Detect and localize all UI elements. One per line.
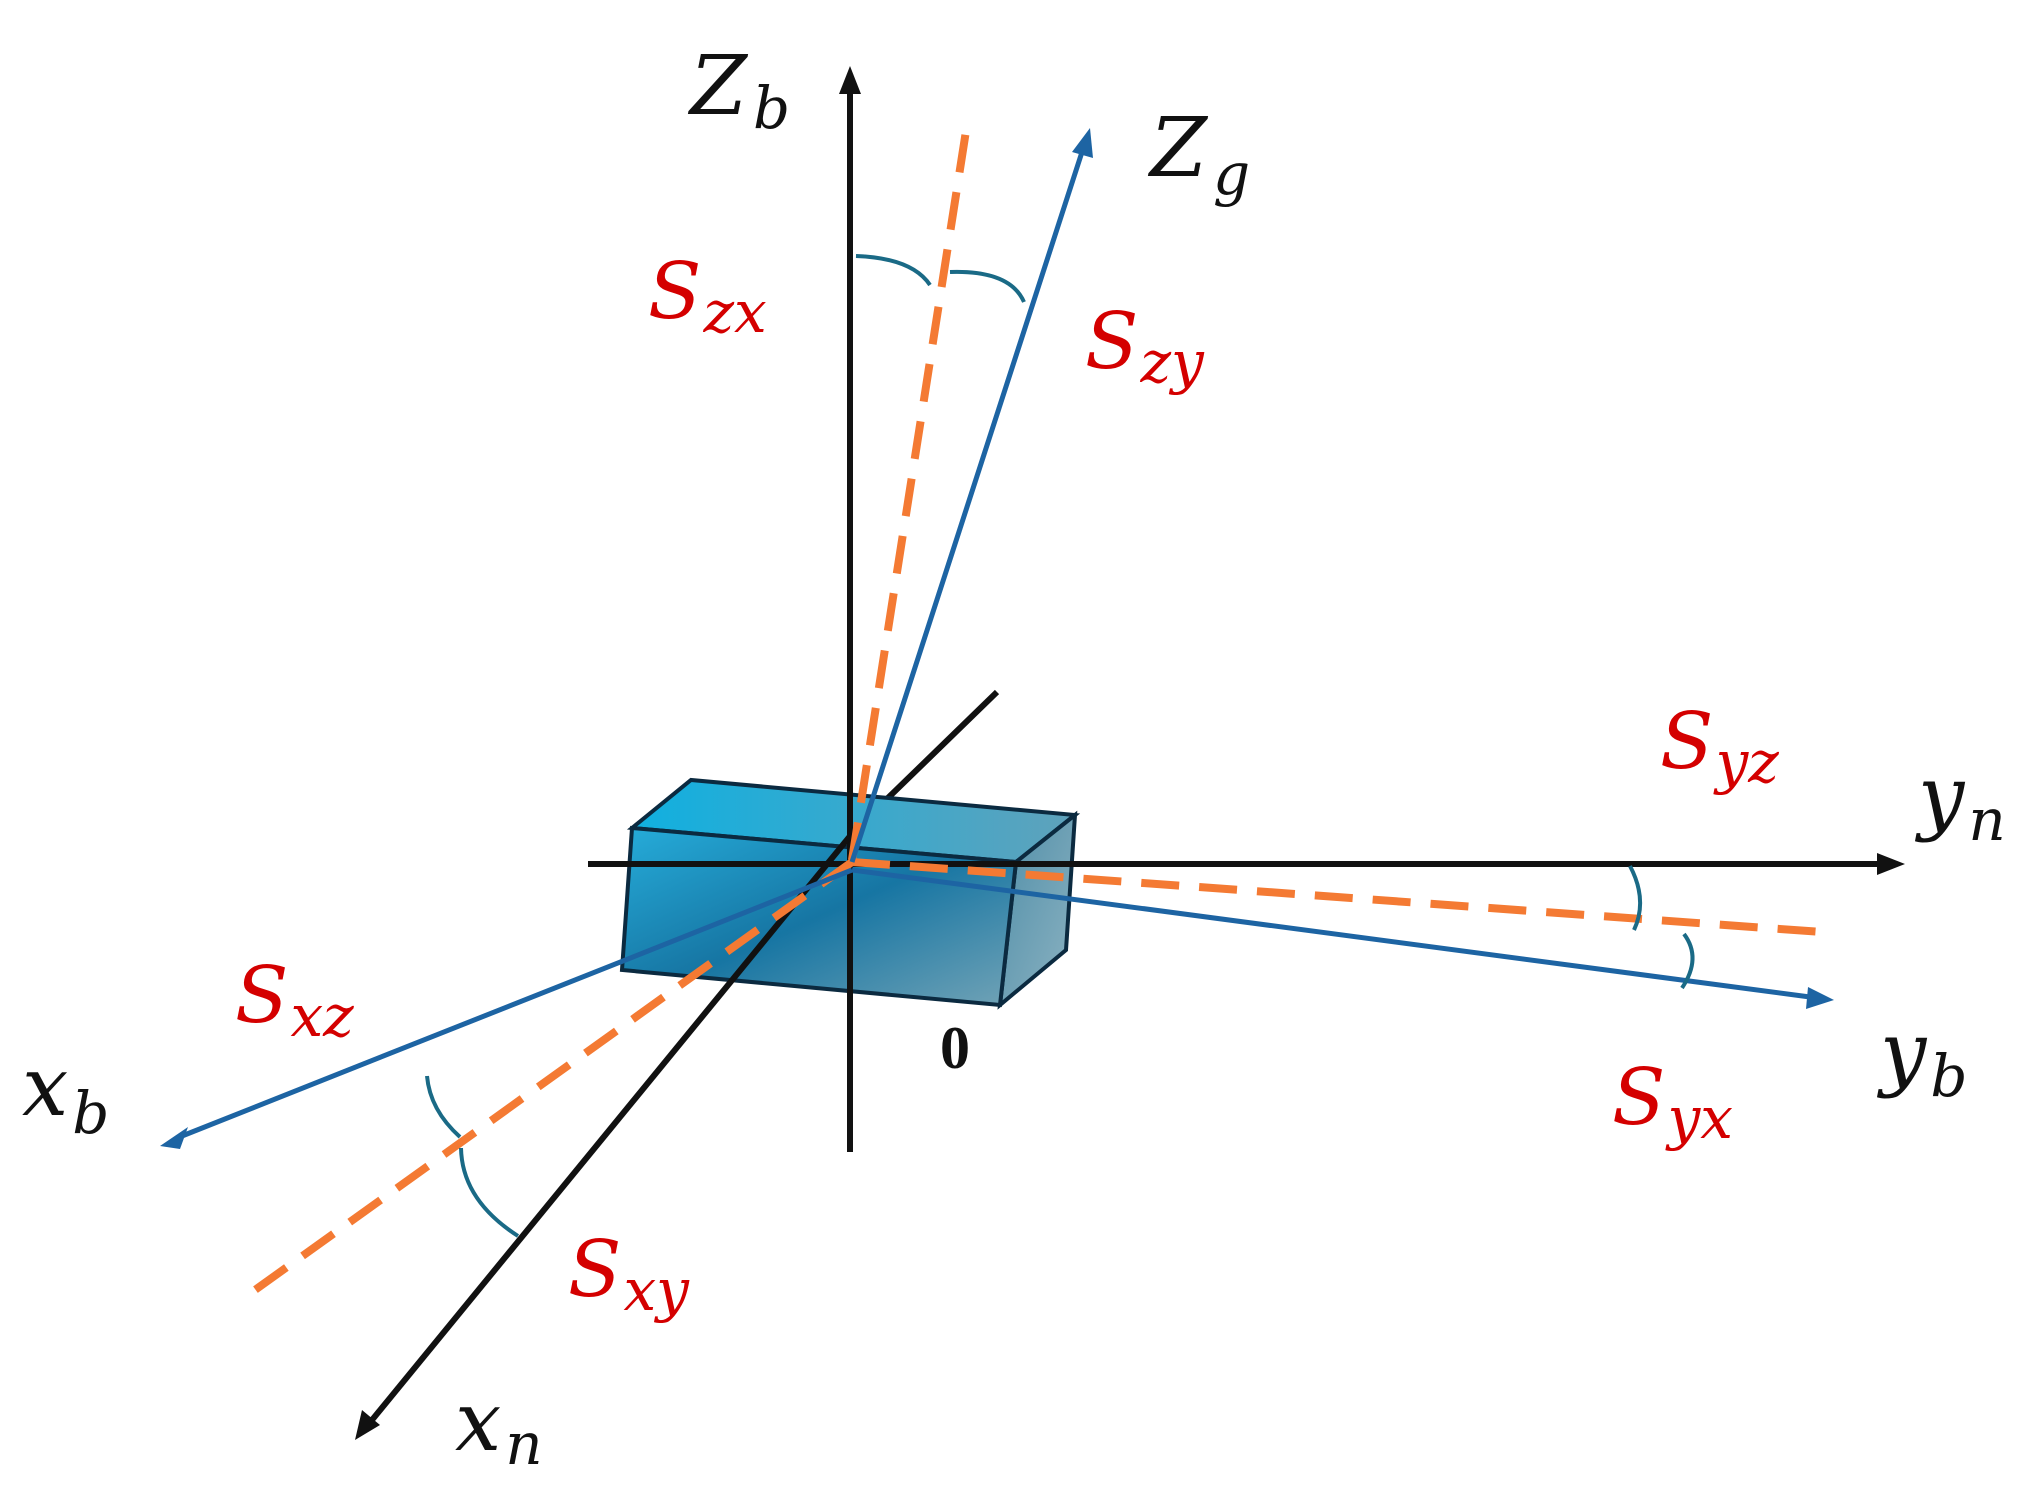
dashed-z-axis: [848, 117, 972, 861]
label-s-zx: Szx: [648, 247, 767, 346]
label-origin: 0: [940, 1015, 970, 1081]
arc-s-yz: [1628, 865, 1643, 931]
arc-s-xz: [425, 1075, 462, 1139]
label-x-b: xb: [22, 1040, 109, 1147]
label-y-b: yb: [1876, 1005, 1967, 1110]
label-x-n: xn: [455, 1375, 543, 1478]
dashed-y-axis: [851, 858, 1823, 936]
arc-s-yx: [1680, 932, 1695, 990]
arc-s-zy: [949, 269, 1026, 303]
blue-axes: [181, 151, 1811, 1139]
z-b-arrowhead: [839, 66, 861, 94]
y-b-axis: [851, 867, 1811, 1000]
label-s-zy: Szy: [1085, 297, 1205, 396]
box-front-face: [619, 825, 1019, 1008]
angle-arcs: [425, 254, 1695, 1238]
label-s-yx: Syx: [1612, 1053, 1733, 1152]
label-s-yz: Syz: [1660, 697, 1779, 796]
x-n-arrowhead: [355, 1410, 380, 1440]
arc-s-zx: [855, 254, 932, 287]
label-s-xz: Sxz: [235, 951, 354, 1050]
arc-s-xy: [459, 1147, 520, 1238]
z-g-axis: [849, 151, 1085, 863]
dashed-x-axis: [252, 858, 855, 1294]
angle-labels: Szx Szy Syz Syx Sxz Sxy: [235, 247, 1779, 1324]
x-b-arrowhead: [160, 1127, 188, 1149]
label-y-n: yn: [1914, 749, 2006, 854]
sensor-box: [619, 777, 1081, 1010]
y-b-arrowhead: [1806, 987, 1834, 1009]
y-n-arrowhead: [1877, 853, 1905, 875]
label-s-xy: Sxy: [568, 1225, 690, 1324]
dashed-axes: [252, 117, 1823, 1294]
z-g-arrowhead: [1072, 128, 1093, 158]
x-n-axis: [369, 828, 858, 1422]
x-b-axis: [181, 867, 853, 1139]
